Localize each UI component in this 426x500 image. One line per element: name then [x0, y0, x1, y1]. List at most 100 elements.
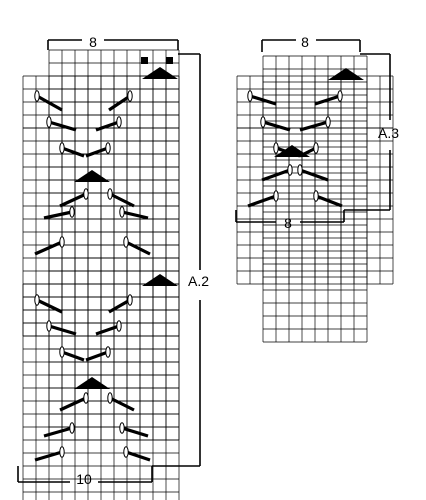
cable-symbol	[247, 190, 279, 208]
cable-symbol	[119, 422, 149, 438]
a3-bottom-width-label: 8	[284, 215, 292, 231]
cable-bar	[261, 168, 291, 182]
cable-symbol	[95, 320, 122, 336]
cable-loop	[116, 116, 122, 128]
cable-symbol	[299, 116, 331, 132]
cable-symbol	[261, 164, 293, 182]
decrease-symbol	[328, 68, 364, 80]
cable-symbol	[43, 422, 75, 438]
cable-bar	[108, 94, 131, 112]
cable-symbol	[34, 236, 65, 256]
cable-bar	[314, 94, 341, 106]
decrease-symbol	[74, 377, 110, 389]
cable-bar	[262, 120, 291, 132]
cable-loop	[123, 236, 129, 248]
cable-symbol	[260, 116, 291, 132]
cable-loop	[59, 446, 65, 458]
cable-symbol	[46, 320, 77, 336]
cable-symbol	[313, 190, 343, 208]
cable-loop	[325, 116, 331, 128]
cable-loop	[69, 206, 75, 218]
chart-grid	[22, 49, 394, 500]
a3-body-grid	[236, 127, 394, 285]
cable-loop	[34, 294, 40, 306]
a3-top-width-label: 8	[301, 34, 309, 50]
cable-symbol	[59, 392, 89, 412]
cable-bar	[121, 210, 149, 220]
cable-symbol	[59, 188, 89, 208]
cable-bar	[36, 298, 63, 314]
cable-symbol	[273, 142, 301, 158]
cable-bar	[109, 192, 135, 208]
cable-loop	[107, 188, 113, 200]
cable-symbol	[314, 90, 343, 106]
cable-loop	[297, 164, 303, 176]
cable-symbol	[119, 206, 149, 220]
cable-bar	[85, 350, 109, 362]
cable-bar	[48, 120, 77, 132]
cable-bar	[125, 240, 151, 256]
cable-symbol	[108, 90, 133, 112]
cable-bar	[34, 240, 63, 256]
cable-bar	[299, 120, 329, 132]
cable-loop	[119, 206, 125, 218]
cable-bar	[299, 146, 317, 158]
cable-bar	[315, 194, 343, 208]
cable-loop	[46, 320, 52, 332]
cable-symbol	[297, 164, 329, 182]
cable-loop	[287, 164, 293, 176]
cable-bar	[61, 350, 85, 362]
cable-bar	[85, 146, 109, 158]
cable-symbol	[108, 294, 133, 314]
cable-symbol	[59, 346, 85, 362]
cable-symbol	[107, 392, 135, 412]
a2-lower-body-grid	[22, 283, 180, 500]
cable-loop	[127, 294, 133, 306]
cable-bar	[36, 94, 63, 112]
cable-loop	[313, 142, 319, 154]
cable-loop	[59, 142, 65, 154]
cable-symbol	[299, 142, 319, 158]
cable-bar	[95, 324, 120, 336]
cable-loop	[46, 116, 52, 128]
cable-loop	[127, 90, 133, 102]
cable-symbol	[107, 188, 135, 208]
cable-symbol	[34, 446, 65, 462]
cable-bar	[34, 450, 63, 462]
cable-symbol	[123, 446, 151, 462]
no-stitch-square	[166, 57, 173, 64]
a3-name-label: A.3	[378, 125, 399, 141]
cable-loop	[119, 422, 125, 434]
decrease-symbol	[142, 274, 178, 286]
cable-bar	[125, 450, 151, 462]
cable-loop	[260, 116, 266, 128]
cable-loop	[59, 346, 65, 358]
cable-bar	[95, 120, 120, 132]
cable-loop	[105, 142, 111, 154]
chart-symbols	[34, 57, 364, 462]
decrease-symbol	[74, 170, 110, 182]
a2-name-label: A.2	[188, 273, 209, 289]
a2-bottom-width-label: 10	[76, 471, 92, 487]
cable-symbol	[46, 116, 77, 132]
cable-bar	[121, 426, 149, 438]
cable-loop	[273, 142, 279, 154]
cable-loop	[313, 190, 319, 202]
cable-symbol	[43, 206, 75, 220]
cable-bar	[108, 298, 131, 314]
cable-loop	[273, 190, 279, 202]
cable-symbol	[34, 90, 63, 112]
cable-bar	[247, 194, 277, 208]
cable-loop	[69, 422, 75, 434]
cable-bar	[109, 396, 135, 412]
cable-loop	[83, 188, 89, 200]
cable-bar	[48, 324, 77, 336]
cable-symbol	[34, 294, 63, 314]
cable-loop	[123, 446, 129, 458]
cable-symbol	[85, 346, 111, 362]
decrease-symbol	[142, 67, 178, 79]
cable-bar	[299, 168, 329, 182]
cable-bar	[59, 192, 87, 208]
cable-symbol	[123, 236, 151, 256]
